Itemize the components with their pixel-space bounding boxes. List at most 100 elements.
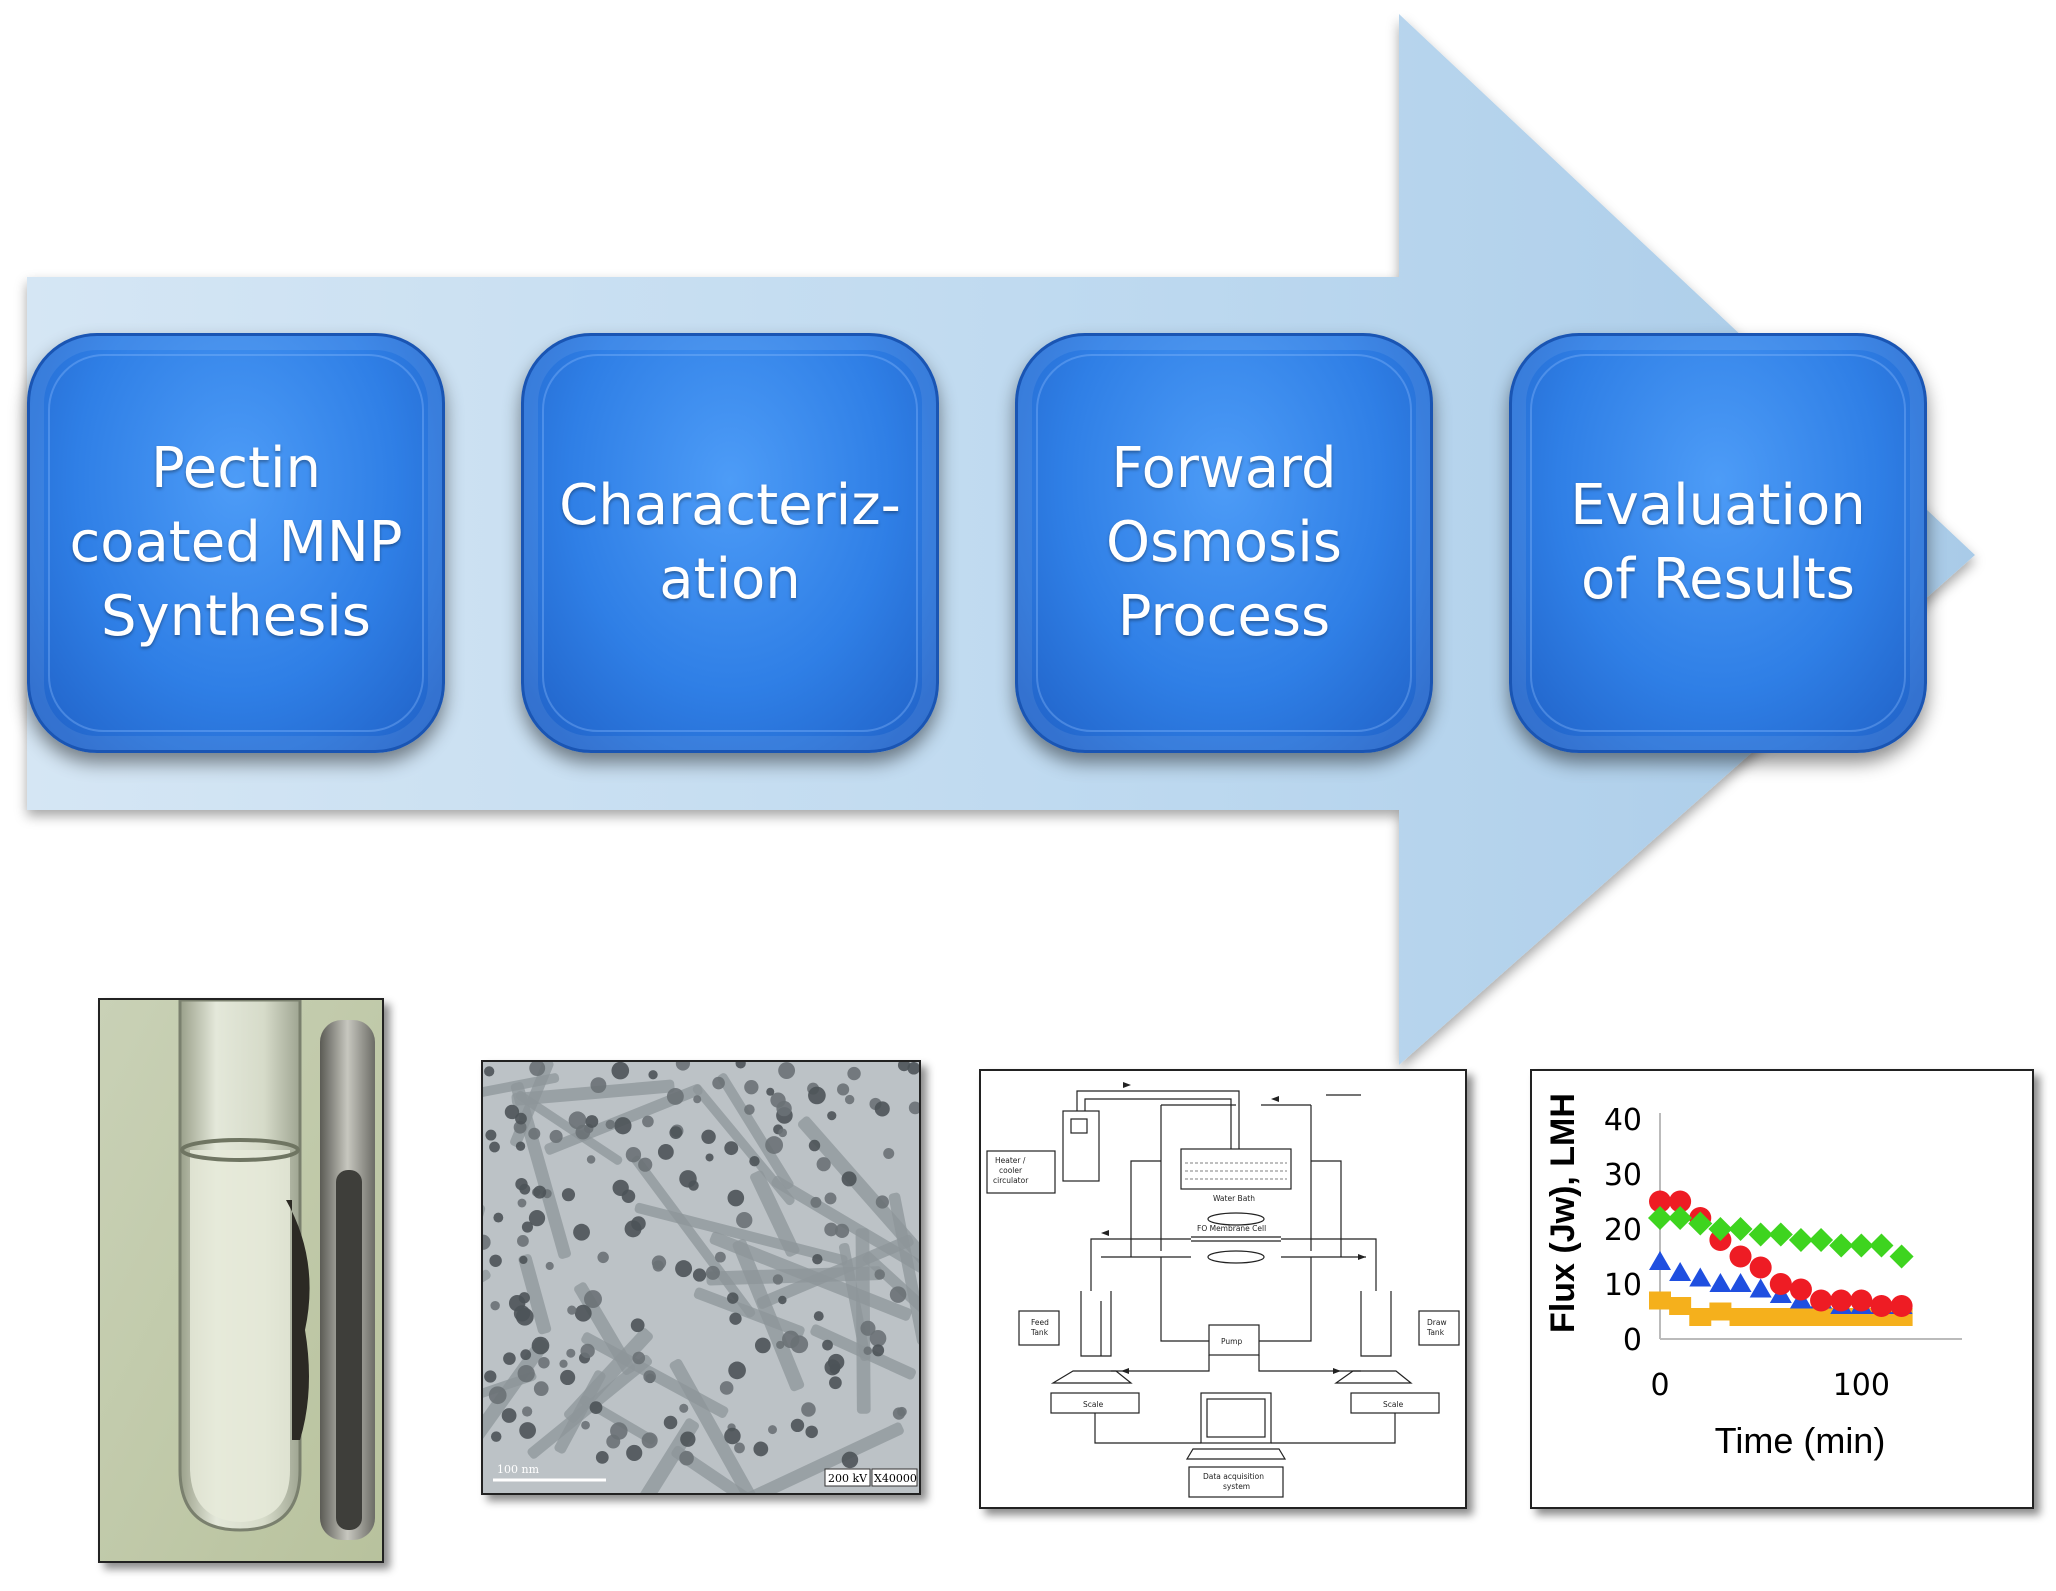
nanoparticle [605, 1119, 615, 1130]
nanoparticle [567, 1305, 577, 1315]
nanorod [669, 1358, 786, 1493]
nanoparticle [612, 1179, 629, 1197]
nanoparticle [908, 1101, 919, 1115]
nanoparticle [816, 1157, 831, 1172]
nanoparticle [824, 1222, 838, 1237]
nanoparticle [561, 1188, 576, 1202]
nanoparticle [680, 1431, 696, 1447]
nanoparticle [521, 1221, 534, 1233]
nanoparticle [776, 1100, 792, 1117]
label-scale-right: Scale [1383, 1400, 1404, 1409]
y-tick-label: 10 [1604, 1268, 1642, 1303]
data-point-red [1729, 1245, 1752, 1268]
nanoparticle [705, 1153, 714, 1162]
nanoparticle [701, 1129, 716, 1145]
nanoparticle [714, 1251, 726, 1263]
nanoparticle [632, 1351, 646, 1365]
nanoparticle [517, 1235, 529, 1247]
data-point-red [1669, 1190, 1692, 1213]
label-heater: Heater / cooler circulator [993, 1156, 1029, 1185]
y-tick-label: 30 [1604, 1158, 1642, 1193]
chart-marks [1648, 1190, 1914, 1326]
nanoparticle [727, 1292, 739, 1304]
nanoparticle [559, 1359, 568, 1368]
data-point-green [1849, 1233, 1874, 1258]
step-box-characterization: Characteriz- ation [521, 333, 939, 753]
nanoparticle [533, 1381, 549, 1396]
nanoparticle [483, 1234, 491, 1250]
x-axis-label: Time (min) [1715, 1420, 1886, 1461]
y-tick-label: 40 [1604, 1103, 1642, 1138]
scale-bar-label: 100 nm [497, 1463, 540, 1476]
nanoparticle [692, 1268, 707, 1282]
data-point-green [1748, 1222, 1773, 1247]
data-point-red [1749, 1256, 1772, 1279]
data-point-red [1890, 1295, 1913, 1317]
nanoparticle [484, 1370, 497, 1383]
nanoparticle [490, 1300, 500, 1311]
nanoparticle [584, 1290, 602, 1309]
nanoparticle [485, 1129, 497, 1141]
data-point-green [1728, 1217, 1753, 1241]
nanoparticle [493, 1212, 504, 1223]
nanoparticle [590, 1077, 607, 1094]
nanorod [771, 1175, 919, 1300]
nanoparticle [705, 1265, 720, 1280]
y-tick-label: 0 [1623, 1323, 1642, 1358]
nanoparticle [753, 1441, 769, 1457]
nanoparticle [560, 1369, 576, 1386]
nanoparticle [863, 1346, 872, 1355]
nanoparticle [517, 1364, 535, 1383]
tem-nanorods [483, 1062, 919, 1493]
nanoparticle [574, 1304, 592, 1322]
nanoparticle [489, 1141, 500, 1153]
nanoparticle [538, 1356, 550, 1369]
nanoparticle [611, 1062, 630, 1080]
step-box-forward-osmosis: Forward Osmosis Process [1015, 333, 1433, 753]
fo-setup-schematic: Heater / cooler circulator Water Bath FO… [979, 1069, 1467, 1509]
nanorod [518, 1254, 552, 1335]
nanoparticle [490, 1431, 502, 1442]
data-point-green [1809, 1228, 1834, 1252]
data-point-green [1668, 1206, 1693, 1230]
step-label-evaluation: Evaluation of Results [1570, 473, 1866, 612]
data-point-green [1829, 1233, 1854, 1258]
data-point-red [1769, 1273, 1792, 1295]
nanorod [610, 1418, 699, 1493]
label-water-bath: Water Bath [1213, 1194, 1255, 1203]
nanorod [750, 1170, 800, 1257]
nanorod [671, 1445, 794, 1493]
nanoparticle [883, 1148, 895, 1160]
nanoparticle [889, 1286, 907, 1303]
nanoparticle [669, 1126, 683, 1140]
nanoparticle [728, 1361, 746, 1380]
tem-magnification: X40000 [874, 1472, 917, 1485]
data-point-green [1708, 1217, 1733, 1241]
nanoparticle [778, 1062, 796, 1079]
nanoparticle [675, 1260, 693, 1278]
step-box-evaluation: Evaluation of Results [1509, 333, 1927, 753]
nanoparticle [625, 1147, 642, 1163]
nanoparticle [772, 1274, 784, 1285]
nanoparticle [808, 1139, 821, 1152]
data-point-blue [1669, 1262, 1692, 1281]
tem-nanoparticles [483, 1062, 919, 1469]
nanoparticle [801, 1402, 816, 1417]
nanoparticle [519, 1255, 528, 1265]
nanoparticle [581, 1420, 590, 1430]
nanoparticle [829, 1376, 842, 1390]
nanoparticle [631, 1216, 646, 1231]
nanoparticle [589, 1401, 603, 1414]
nanoparticle [586, 1155, 596, 1164]
nanoparticle [844, 1094, 855, 1105]
nanoparticle [860, 1320, 876, 1336]
data-point-orange [1709, 1302, 1732, 1321]
nanoparticle [626, 1444, 643, 1462]
nanoparticle [724, 1141, 739, 1156]
nanoparticle [503, 1352, 516, 1365]
nanoparticle [841, 1451, 859, 1469]
tem-voltage: 200 kV [828, 1472, 868, 1485]
data-point-orange [1689, 1308, 1712, 1326]
nanoparticle [595, 1451, 609, 1464]
data-point-orange [1789, 1308, 1812, 1326]
